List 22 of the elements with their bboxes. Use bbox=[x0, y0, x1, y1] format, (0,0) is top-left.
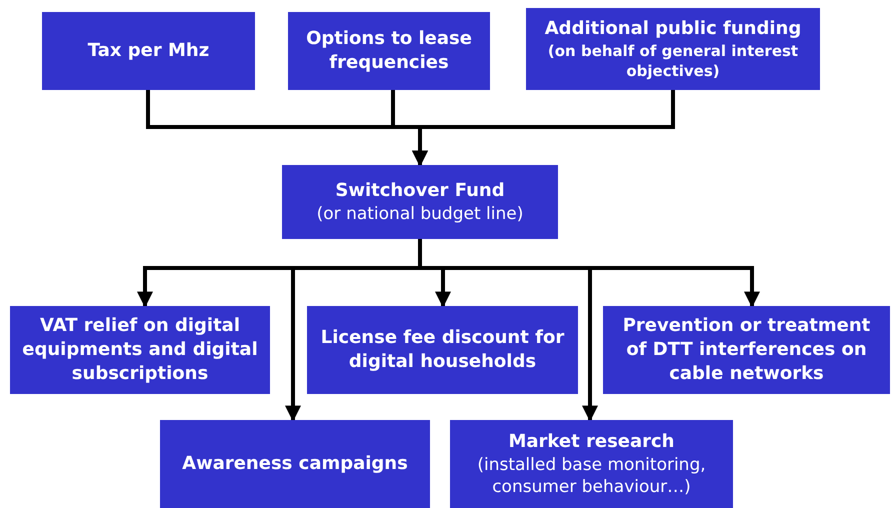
process-box bbox=[603, 306, 890, 394]
box-title: Additional public funding bbox=[544, 17, 802, 41]
process-box bbox=[160, 420, 430, 508]
box-subtitle: (on behalf of general interest objectives) bbox=[546, 41, 800, 81]
box-title: Prevention or treatment of DTT interferences on cable networks bbox=[622, 314, 872, 386]
process-box bbox=[42, 12, 255, 90]
connector-arrow bbox=[418, 239, 760, 308]
process-box bbox=[526, 8, 820, 90]
box-title: License fee discount for digital households bbox=[320, 326, 566, 374]
box-title: Options to lease frequencies bbox=[305, 27, 473, 75]
box-subtitle: (or national budget line) bbox=[316, 203, 524, 225]
process-box bbox=[288, 12, 490, 90]
box-title: Market research bbox=[508, 430, 675, 454]
process-box bbox=[307, 306, 578, 394]
box-subtitle: (installed base monitoring, consumer behaviour…) bbox=[476, 454, 707, 498]
box-title: VAT relief on digital equipments and digital subscriptions bbox=[21, 314, 259, 386]
box-title: Tax per Mhz bbox=[88, 39, 210, 63]
process-box bbox=[10, 306, 270, 394]
process-box bbox=[282, 165, 558, 239]
box-title: Switchover Fund bbox=[335, 179, 505, 203]
process-box bbox=[450, 420, 733, 508]
box-title: Awareness campaigns bbox=[182, 452, 408, 476]
